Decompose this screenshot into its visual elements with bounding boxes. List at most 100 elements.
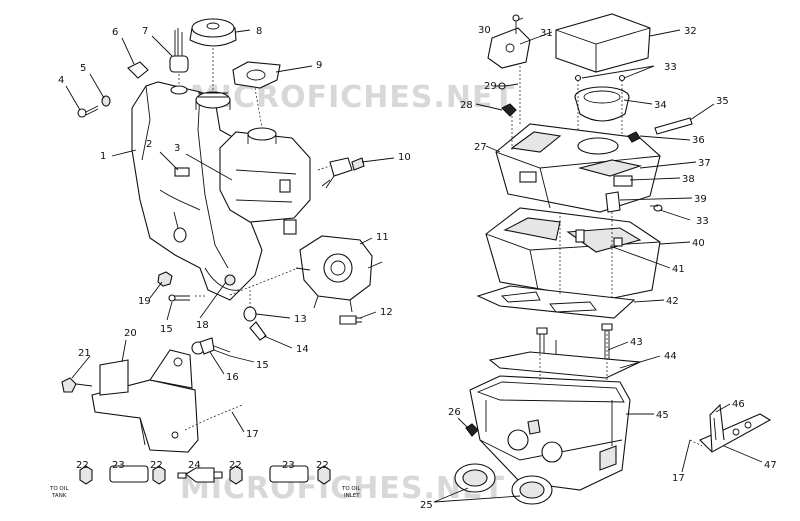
airbox-middle: [485, 207, 661, 301]
callout-5: 5: [80, 63, 86, 74]
callout-17a: 17: [246, 429, 259, 440]
callout-37: 37: [698, 158, 711, 169]
clamp-22d: [317, 465, 331, 485]
latch: [605, 191, 621, 213]
to-oil-inlet-line1: TO OIL: [341, 486, 361, 492]
callout-28: 28: [460, 100, 473, 111]
screw-33c: [650, 204, 663, 212]
callout-44: 44: [664, 351, 677, 362]
sensor-bracket: [487, 14, 531, 69]
callout-22c: 22: [229, 460, 242, 471]
callout-24: 24: [188, 460, 201, 471]
callout-43: 43: [630, 337, 643, 348]
callout-7: 7: [142, 26, 148, 37]
callout-12: 12: [380, 307, 393, 318]
airbox-assembly: [454, 13, 772, 505]
callout-18: 18: [196, 320, 209, 331]
callout-34: 34: [654, 100, 667, 111]
callout-42: 42: [666, 296, 679, 307]
grommet-26: [465, 423, 479, 437]
to-oil-inlet-line2: INLET: [344, 493, 360, 499]
carb-boots: [454, 463, 553, 505]
hose-clamp: [191, 337, 215, 355]
callout-11: 11: [376, 232, 389, 243]
mounting-bracket: [91, 349, 199, 453]
airbox-gasket: [476, 285, 636, 319]
foam-retainer: [654, 117, 693, 135]
oil-pump: [295, 235, 383, 313]
callout-3: 3: [174, 143, 180, 154]
callout-9: 9: [316, 60, 322, 71]
decal: [174, 167, 190, 177]
oil-petcock: [321, 157, 365, 189]
to-oil-tank-line2: TANK: [51, 493, 67, 499]
screw-33a: [574, 74, 582, 82]
side-bracket: [699, 403, 772, 453]
callout-31: 31: [540, 28, 553, 39]
callout-2: 2: [146, 139, 152, 150]
callout-41: 41: [672, 264, 685, 275]
callout-4: 4: [58, 75, 64, 86]
callout-19: 19: [138, 296, 151, 307]
filler-neck: [195, 91, 231, 109]
callout-17b: 17: [672, 473, 685, 484]
hose-23a: [109, 465, 149, 483]
clamp-22c: [229, 465, 243, 485]
callout-22d: 22: [316, 460, 329, 471]
baffle-plate: [488, 351, 643, 379]
foam-filter: [555, 13, 651, 73]
callout-16: 16: [226, 372, 239, 383]
callout-15a: 15: [160, 324, 173, 335]
callout-23b: 23: [282, 460, 295, 471]
to-oil-tank-line1: TO OIL: [49, 486, 69, 492]
screw-33b: [618, 74, 626, 82]
plug-28: [501, 103, 517, 117]
callout-22b: 22: [150, 460, 163, 471]
reservoir-emblem: [279, 179, 291, 193]
clamp-22b: [152, 465, 166, 485]
callout-32: 32: [684, 26, 697, 37]
sender-plug: [169, 55, 189, 73]
callout-27: 27: [474, 142, 487, 153]
callout-46: 46: [732, 399, 745, 410]
screw-15: [172, 295, 190, 301]
reservoir: [219, 131, 311, 223]
tank-grommet: [173, 227, 187, 243]
hose-23b: [269, 465, 309, 483]
callout-20: 20: [124, 328, 137, 339]
callout-30: 30: [478, 25, 491, 36]
callout-10: 10: [398, 152, 411, 163]
callout-8: 8: [256, 26, 262, 37]
intake-boot: [574, 86, 630, 122]
clip-36: [627, 131, 641, 143]
callout-40: 40: [692, 238, 705, 249]
callout-6: 6: [112, 27, 118, 38]
callout-35: 35: [716, 96, 729, 107]
oil-tank-assembly: [61, 18, 383, 453]
inline-filter: [177, 467, 223, 483]
callout-23a: 23: [112, 460, 125, 471]
screw: [77, 105, 99, 118]
callout-45: 45: [656, 410, 669, 421]
callout-29: 29: [484, 81, 497, 92]
callout-36: 36: [692, 135, 705, 146]
callout-38: 38: [682, 174, 695, 185]
oil-line-kit: TO OIL TANK TO OIL INLET: [49, 465, 361, 499]
leader-lines: [65, 17, 763, 503]
callout-26: 26: [448, 407, 461, 418]
screw-29: [504, 83, 519, 87]
callout-numbers: 1 2 3 4 5 6 7 8 9 10 11 12 13 14 15 15 1…: [58, 25, 777, 511]
callout-21: 21: [78, 348, 91, 359]
callout-33b: 33: [696, 216, 709, 227]
airbox-lid: [495, 123, 661, 213]
callout-39: 39: [694, 194, 707, 205]
screw-21: [61, 377, 93, 393]
callout-1: 1: [100, 151, 106, 162]
clamp-22a: [79, 465, 93, 485]
bolt: [339, 315, 362, 325]
callout-33a: 33: [664, 62, 677, 73]
callout-25: 25: [420, 500, 433, 511]
callout-14: 14: [296, 344, 309, 355]
callout-22a: 22: [76, 460, 89, 471]
